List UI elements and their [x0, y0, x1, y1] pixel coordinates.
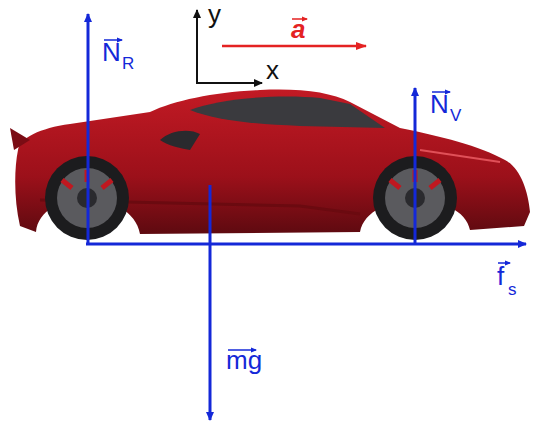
vector-symbol: a	[291, 15, 305, 45]
vector-symbol: mg	[226, 346, 262, 376]
subscript: s	[508, 280, 517, 300]
acceleration-arrow	[222, 45, 366, 48]
axis-label: y	[208, 0, 221, 30]
subscript: V	[450, 106, 461, 126]
subscript: R	[122, 54, 134, 74]
vector-symbol: f	[497, 262, 504, 292]
vector-symbol: N	[102, 38, 121, 68]
force-vectors	[86, 14, 526, 420]
vector-symbol: N	[430, 90, 449, 120]
wheels	[45, 156, 457, 240]
axis-label: x	[266, 56, 279, 86]
vector-overarrows	[104, 19, 510, 350]
